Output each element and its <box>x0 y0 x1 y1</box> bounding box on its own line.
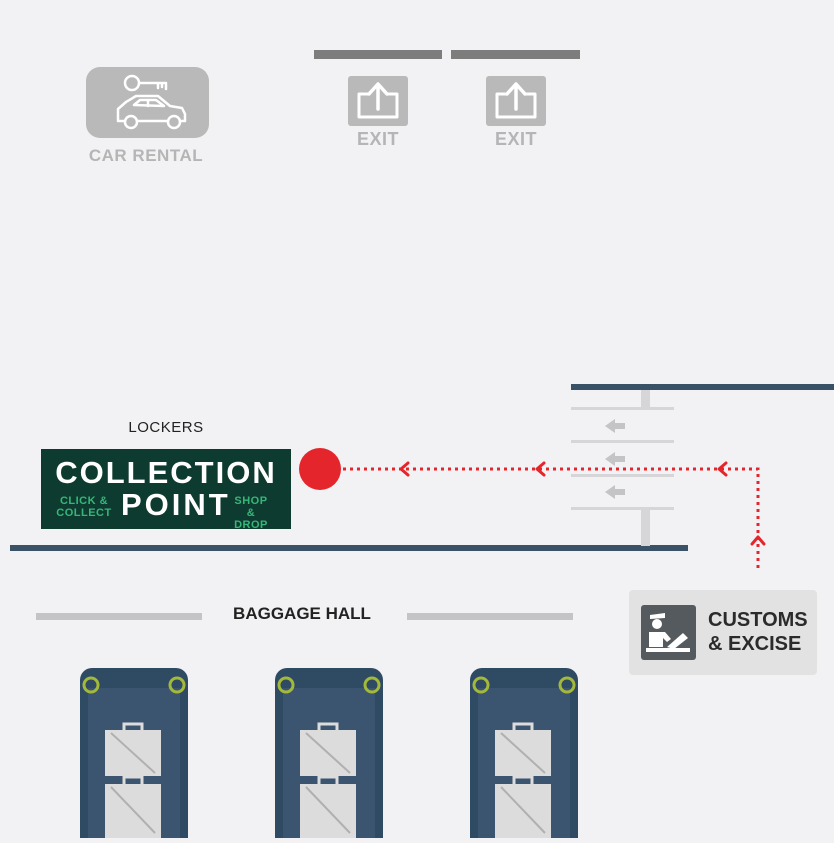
route-arrow-icon <box>750 535 766 546</box>
customs-label: CUSTOMS & EXCISE <box>708 609 808 655</box>
lockers-label: LOCKERS <box>128 419 204 436</box>
shop-drop-text: SHOP & DROP <box>234 495 268 531</box>
exit-label-1: EXIT <box>356 129 399 149</box>
gate-lanes <box>571 390 674 546</box>
destination-marker <box>299 448 341 490</box>
exit-label-2: EXIT <box>494 129 537 149</box>
baggage-hall-label: BAGGAGE HALL <box>233 604 371 623</box>
exit-sign-1[interactable] <box>348 76 408 126</box>
click-collect-text: CLICK & COLLECT <box>56 495 112 519</box>
exit-bar-right <box>451 50 580 59</box>
collection-point-sign[interactable]: COLLECTION CLICK & COLLECT POINT SHOP & … <box>41 449 291 531</box>
baggage-carousel-2 <box>275 668 383 838</box>
car-rental-sign[interactable] <box>86 67 209 138</box>
route-arrow-icon <box>717 461 728 477</box>
lane-arrow-icon <box>605 419 625 433</box>
route-arrow-icon <box>535 461 546 477</box>
wall-lower <box>10 545 688 551</box>
exit-arrow-icon <box>495 82 537 119</box>
lane-arrow-icon <box>605 452 625 466</box>
exit-sign-2[interactable] <box>486 76 546 126</box>
car-key-icon <box>116 74 187 130</box>
exit-arrow-icon <box>357 82 399 119</box>
collection-point-word: POINT <box>121 487 231 522</box>
baggage-bar-right <box>407 613 573 620</box>
baggage-bar-left <box>36 613 202 620</box>
customs-sign[interactable]: CUSTOMS & EXCISE <box>629 590 817 675</box>
route-arrow-icon <box>399 461 410 477</box>
baggage-carousel-1 <box>80 668 188 838</box>
wall-upper-right <box>571 384 834 390</box>
car-rental-label: CAR RENTAL <box>88 146 204 165</box>
exit-bar-left <box>314 50 442 59</box>
baggage-carousel-3 <box>470 668 578 838</box>
customs-officer-icon <box>641 605 696 660</box>
lane-arrow-icon <box>605 485 625 499</box>
collection-title: COLLECTION <box>55 455 277 490</box>
